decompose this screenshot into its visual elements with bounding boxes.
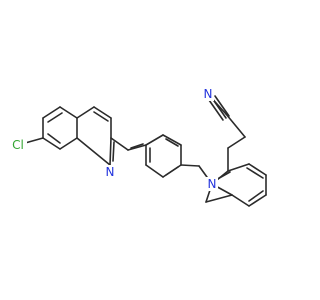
double-bond	[248, 190, 264, 202]
bond	[162, 134, 182, 146]
molecule-structure: Cl N N N	[9, 87, 267, 207]
bond	[76, 106, 95, 119]
bond	[93, 106, 112, 119]
bond-layer	[17, 93, 267, 207]
atom-label-cl: Cl	[12, 138, 24, 152]
bond	[180, 164, 200, 167]
double-bond	[47, 112, 63, 123]
atom-label-n-nitrile: N	[204, 87, 213, 101]
bond	[231, 194, 250, 207]
bond	[42, 137, 61, 150]
atom-cl: Cl	[9, 138, 27, 153]
double-bond	[112, 141, 115, 162]
bond	[145, 164, 164, 178]
triple-bond	[214, 95, 230, 117]
bond	[227, 163, 250, 172]
double-bond	[47, 133, 61, 144]
double-bond	[165, 138, 179, 147]
bond	[127, 144, 147, 151]
double-bond	[165, 166, 179, 176]
triple-bond	[211, 97, 227, 119]
bond	[59, 137, 78, 150]
triple-bond	[208, 99, 224, 121]
bond	[59, 106, 78, 119]
bond	[109, 137, 112, 166]
bond	[248, 194, 267, 207]
bond	[76, 137, 111, 166]
bond	[225, 113, 246, 138]
bond	[205, 194, 233, 203]
double-bond	[130, 143, 144, 149]
bond	[42, 106, 61, 119]
atom-label-layer: Cl N N N	[9, 87, 218, 191]
bond	[110, 137, 129, 151]
double-bond	[93, 111, 109, 122]
atom-n-quinoline: N	[104, 165, 116, 179]
bond	[227, 136, 246, 149]
atom-n-nitrile: N	[202, 87, 214, 101]
molecule-canvas: Cl N N N	[9, 87, 267, 207]
double-bond	[246, 167, 264, 179]
atom-n-indole: N	[206, 177, 218, 191]
atom-label-n-quinoline: N	[106, 165, 115, 179]
bond	[248, 163, 267, 176]
bond	[145, 134, 164, 146]
atom-label-n-indole: N	[208, 177, 217, 191]
